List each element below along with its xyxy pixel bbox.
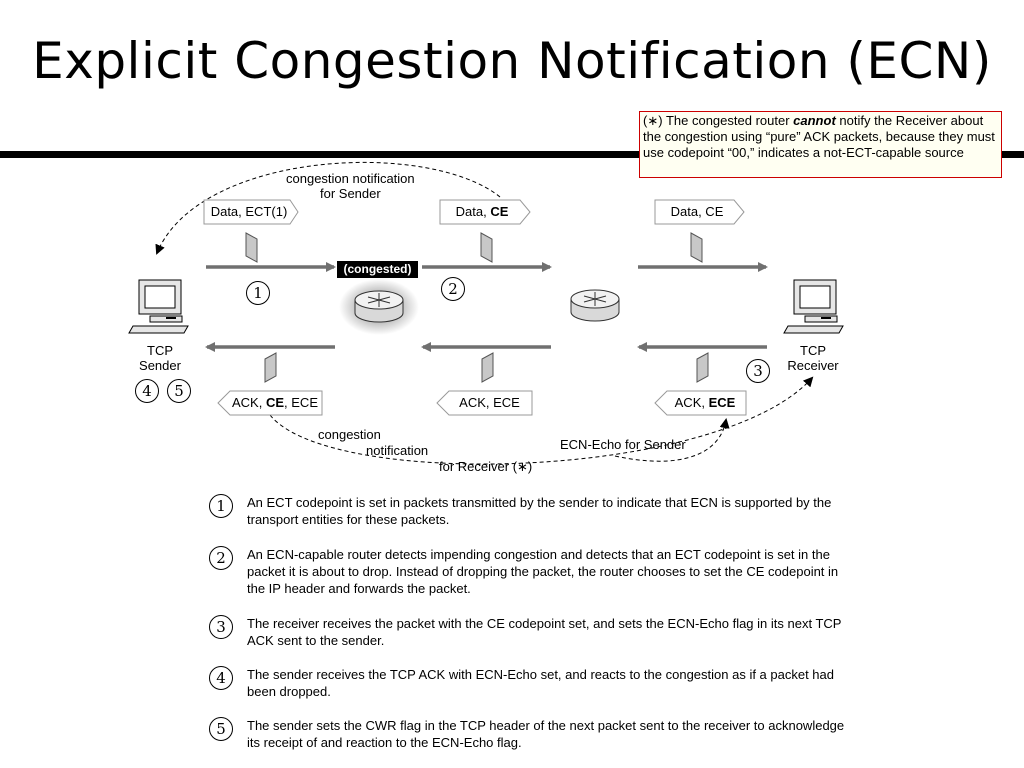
packet-label-backward-1: ACK, CE, ECE: [232, 395, 318, 410]
label-tcp-sender-2: Sender: [139, 358, 181, 373]
marker-3: 3: [746, 359, 770, 383]
packet-tag-backward-3: [654, 390, 747, 416]
marker-2: 2: [441, 277, 465, 301]
label-notification: notification: [366, 443, 429, 458]
note-box: (∗) The congested router cannot notify t…: [639, 111, 1002, 178]
packet-label-forward-2: Data, CE: [455, 204, 509, 219]
packet-label-forward-1: Data, ECT(1): [210, 204, 288, 219]
packet-tag-backward-2: [436, 390, 533, 416]
step-number: 1: [209, 494, 233, 518]
step-number: 5: [209, 717, 233, 741]
label-tcp-receiver-1: TCP: [800, 343, 826, 358]
step-number: 2: [209, 546, 233, 570]
marker-4: 4: [135, 379, 159, 403]
packet-icon: [245, 232, 709, 383]
packet-label-backward-3: ACK, ECE: [674, 395, 736, 410]
packet-tag-forward-3: [654, 199, 745, 225]
step-text: The sender receives the TCP ACK with ECN…: [247, 667, 834, 699]
step-text: The sender sets the CWR flag in the TCP …: [247, 718, 845, 750]
step-text: An ECN-capable router detects impending …: [247, 547, 839, 596]
label-ecn-echo: ECN-Echo for Sender: [560, 437, 686, 452]
packet-tag-forward-1: [203, 199, 299, 225]
packet-tag-backward-1: [217, 390, 323, 416]
label-congestion-notification-sender: congestion notification: [286, 171, 415, 186]
note-star: ∗: [647, 113, 659, 128]
label-congestion: congestion: [318, 427, 381, 442]
title-divider: [0, 151, 1024, 158]
packet-tag-forward-2: [439, 199, 531, 225]
dashed-notify-receiver: [269, 376, 814, 465]
packet-label-backward-2: ACK, ECE: [459, 395, 520, 410]
slide-title: Explicit Congestion Notification (ECN): [32, 32, 992, 90]
label-tcp-sender-1: TCP: [147, 343, 173, 358]
marker-5: 5: [167, 379, 191, 403]
router-icon: [339, 279, 419, 335]
step-number: 3: [209, 615, 233, 639]
note-mid: ) The congested router: [658, 113, 794, 128]
step-text: The receiver receives the packet with th…: [247, 616, 842, 648]
computer-icon: [783, 279, 844, 334]
step-number: 4: [209, 666, 233, 690]
computer-icon: [128, 279, 189, 334]
note-rest: notify the Receiver about the congestion…: [643, 113, 995, 160]
step-text: An ECT codepoint is set in packets trans…: [247, 495, 832, 527]
congested-label: (congested): [337, 261, 418, 278]
dashed-ecn-echo: [614, 418, 730, 462]
packet-label-forward-3: Data, CE: [670, 204, 724, 219]
note-emph: cannot: [793, 113, 836, 128]
router-icon: [570, 289, 620, 322]
label-for-sender: for Sender: [320, 186, 381, 201]
label-tcp-receiver-2: Receiver: [787, 358, 839, 373]
note-prefix: (: [643, 113, 648, 128]
marker-1: 1: [246, 281, 270, 305]
label-for-receiver: for Receiver (∗): [439, 459, 533, 474]
